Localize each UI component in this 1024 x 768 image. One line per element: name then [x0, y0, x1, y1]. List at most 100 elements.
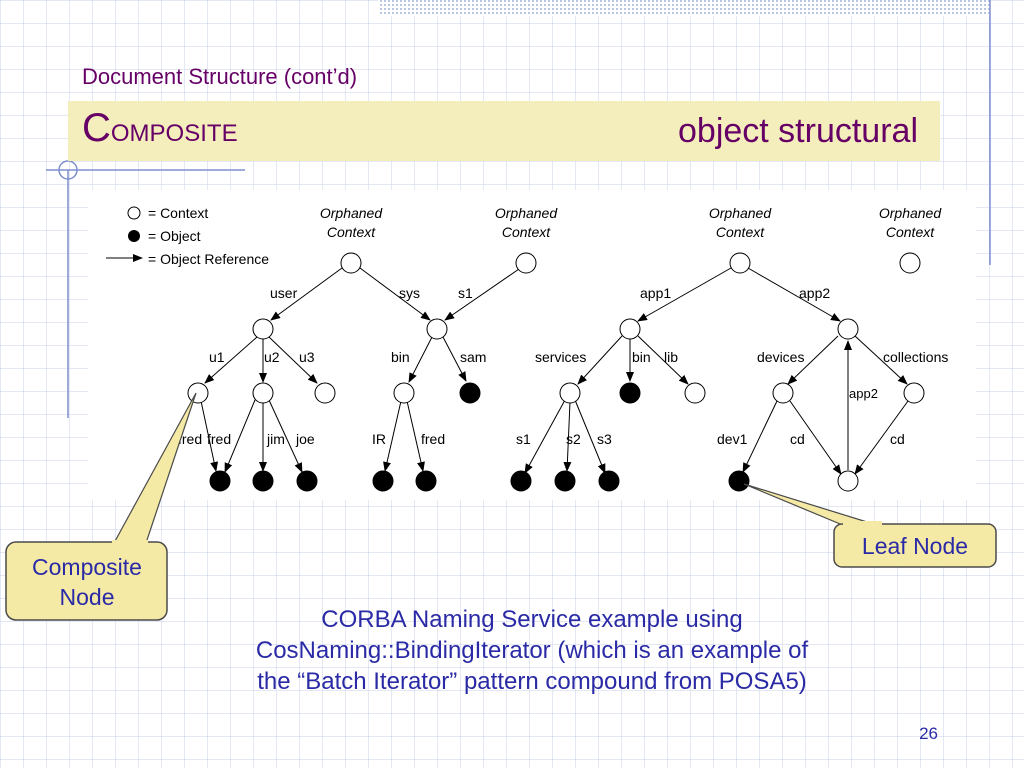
- edge-fred-b: [224, 399, 256, 473]
- label-devices: devices: [757, 349, 804, 365]
- orphaned-label-2a: Orphaned: [495, 205, 558, 221]
- legend: = Context = Object = Object Reference: [106, 205, 269, 267]
- legend-context-label: = Context: [148, 205, 208, 221]
- frame-circle-ornament: [58, 160, 78, 180]
- context-node: [899, 252, 921, 274]
- edge-ir: [383, 400, 402, 472]
- slide-title: Composite: [82, 106, 238, 151]
- label-services: services: [535, 349, 586, 365]
- legend-object-icon: [128, 230, 140, 242]
- context-node: [426, 318, 448, 340]
- label-collections: collections: [883, 349, 948, 365]
- context-node: [559, 382, 581, 404]
- caption-line: CORBA Naming Service example using: [321, 606, 743, 633]
- label-s3: s3: [597, 431, 612, 447]
- context-node: [837, 470, 859, 492]
- label-lib: lib: [664, 349, 678, 365]
- edge-u1: [204, 336, 258, 384]
- label-sys: sys: [399, 285, 420, 301]
- label-user: user: [270, 285, 298, 301]
- edge-lib: [637, 335, 689, 385]
- edge-fred-a: [200, 400, 219, 472]
- orphaned-label-2b: Context: [502, 224, 551, 240]
- edge-collections: [854, 335, 908, 385]
- label-ir: IR: [372, 431, 386, 447]
- object-node: [728, 470, 750, 492]
- title-rest: omposite: [110, 111, 238, 149]
- orphaned-label-4a: Orphaned: [879, 205, 942, 221]
- orphaned-label-1b: Context: [327, 224, 376, 240]
- orphaned-headers: Orphaned Context Orphaned Context Orphan…: [320, 205, 942, 240]
- edge-app1: [637, 267, 732, 322]
- orphaned-label-4b: Context: [886, 224, 935, 240]
- object-node: [296, 470, 318, 492]
- slide-caption: CORBA Naming Service example using CosNa…: [184, 604, 880, 697]
- leaf-callout-label: Leaf Node: [862, 533, 968, 559]
- leaf-callout-box: [833, 523, 997, 568]
- label-app1: app1: [640, 285, 671, 301]
- caption-line: the “Batch Iterator” pattern compound fr…: [257, 668, 807, 695]
- label-cd-b: cd: [890, 431, 905, 447]
- page-number: 26: [919, 724, 938, 743]
- context-node: [903, 382, 925, 404]
- edge-dev1: [742, 400, 778, 473]
- label-u3: u3: [299, 349, 315, 365]
- object-node: [510, 470, 532, 492]
- label-sam: sam: [460, 349, 486, 365]
- title-right-text: object structural: [678, 112, 918, 150]
- object-node: [598, 470, 620, 492]
- context-node: [393, 382, 415, 404]
- context-node: [252, 318, 274, 340]
- context-node: [340, 252, 362, 274]
- edge-services: [577, 335, 623, 385]
- edge-s1-low: [524, 399, 566, 474]
- slide-subtitle: Document Structure (cont’d): [82, 64, 358, 89]
- legend-context-icon: [127, 206, 141, 220]
- context-node: [772, 382, 794, 404]
- edge-s1-top: [444, 268, 520, 321]
- edge-fred-c: [406, 400, 425, 472]
- edge-user: [270, 267, 343, 321]
- label-fred-c: fred: [421, 431, 445, 447]
- leaf-node-callout: Leaf Node: [743, 483, 997, 568]
- composite-callout-line1: Composite: [32, 554, 142, 580]
- edge-app2: [747, 267, 841, 322]
- caption-line: CosNaming::BindingIterator (which is an …: [255, 637, 809, 664]
- label-fred-a: fred: [178, 431, 202, 447]
- object-node: [459, 382, 481, 404]
- label-s2: s2: [566, 431, 581, 447]
- context-node: [314, 382, 336, 404]
- object-node: [209, 470, 231, 492]
- edge-sys: [359, 267, 431, 321]
- label-s1-low: s1: [516, 431, 531, 447]
- object-node: [415, 470, 437, 492]
- composite-callout-line2: Node: [60, 584, 115, 610]
- label-bin2: bin: [632, 349, 651, 365]
- label-joe: joe: [295, 431, 315, 447]
- edge-s3: [574, 399, 606, 474]
- label-u2: u2: [264, 349, 280, 365]
- composite-callout-box: [5, 541, 168, 621]
- edge-sam: [442, 336, 467, 382]
- edge-s2: [563, 401, 572, 472]
- label-app2-ref: app2: [849, 386, 878, 401]
- context-node: [515, 252, 537, 274]
- label-jim: jim: [266, 431, 285, 447]
- context-node: [619, 318, 641, 340]
- context-node: [729, 252, 751, 274]
- composite-node-callout: Composite Node: [5, 392, 197, 621]
- edge-labels: user sys s1 u1 u2 u3 bin sam fred fred j…: [178, 285, 948, 447]
- object-node: [619, 382, 641, 404]
- composite-callout-joint: [112, 540, 148, 545]
- edge-devices: [787, 335, 839, 385]
- orphaned-label-3a: Orphaned: [709, 205, 772, 221]
- object-node: [554, 470, 576, 492]
- label-app2: app2: [799, 285, 830, 301]
- edge-joe: [268, 399, 303, 473]
- label-s1-top: s1: [458, 285, 473, 301]
- top-dotted-band: [378, 0, 990, 16]
- label-fred-b: fred: [207, 431, 231, 447]
- graph-edges: [200, 267, 909, 475]
